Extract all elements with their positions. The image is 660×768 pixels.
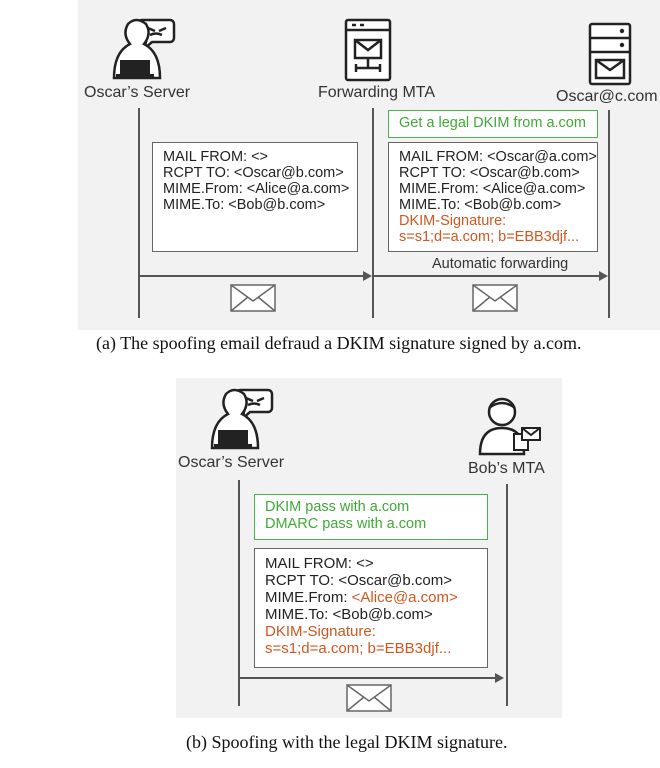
dmarc-pass-text: DMARC pass with a.com xyxy=(265,516,427,532)
actor-oscar-server-label: Oscar’s Server xyxy=(84,84,191,101)
arrow-mta-to-oscar-c xyxy=(373,271,608,281)
mime-from-line: MIME.From: <Alice@a.com> xyxy=(163,181,350,197)
rcpt-to-line: RCPT TO: <Oscar@b.com> xyxy=(265,572,452,589)
envelope-icon xyxy=(230,284,276,312)
actor-bob-mta-label: Bob’s MTA xyxy=(468,460,545,477)
mime-from-line: MIME.From: <Alice@a.com> xyxy=(399,181,586,197)
arrow-oscar-to-bob xyxy=(239,673,504,683)
envelope-icon xyxy=(346,684,392,712)
caption-b: (b) Spoofing with the legal DKIM signatu… xyxy=(186,732,508,752)
actor-oscar-c-label: Oscar@c.com xyxy=(556,88,658,105)
mime-from-value: <Alice@a.com> xyxy=(351,589,458,606)
dkim-pass-text: DKIM pass with a.com xyxy=(265,499,410,515)
dkim-signature-value: s=s1;d=a.com; b=EBB3djf... xyxy=(265,640,452,657)
dkim-signature-value: s=s1;d=a.com; b=EBB3djf... xyxy=(399,229,580,245)
hacker-icon xyxy=(112,18,176,80)
mail-from-line: MAIL FROM: <> xyxy=(163,149,269,165)
user-mail-icon xyxy=(478,397,541,456)
actor-forwarding-mta-label: Forwarding MTA xyxy=(318,84,436,101)
lifeline-oscar-c xyxy=(608,110,610,318)
server-mailbox-icon xyxy=(588,22,632,86)
dkim-signature-label: DKIM-Signature: xyxy=(399,213,507,229)
mta-router-icon xyxy=(344,18,392,82)
lifeline-oscar-server xyxy=(238,480,240,706)
mail-from-line: MAIL FROM: <> xyxy=(265,555,374,572)
message-box-original: MAIL FROM: <> RCPT TO: <Oscar@b.com> MIM… xyxy=(152,142,358,252)
caption-a: (a) The spoofing email defraud a DKIM si… xyxy=(96,333,582,353)
message-box-spoofed: MAIL FROM: <> RCPT TO: <Oscar@b.com> MIM… xyxy=(254,548,488,668)
hacker-icon xyxy=(210,388,274,450)
rcpt-to-line: RCPT TO: <Oscar@b.com> xyxy=(399,165,580,181)
get-dkim-note: Get a legal DKIM from a.com xyxy=(388,110,598,138)
mime-to-line: MIME.To: <Bob@b.com> xyxy=(265,606,433,623)
arrow-oscar-to-mta xyxy=(139,271,372,281)
mime-to-line: MIME.To: <Bob@b.com> xyxy=(399,197,562,213)
mime-from-line: MIME.From: <Alice@a.com> xyxy=(265,589,477,606)
lifeline-bob-mta xyxy=(506,484,508,706)
mail-from-line: MAIL FROM: <Oscar@a.com> xyxy=(399,149,597,165)
lifeline-forwarding-mta xyxy=(372,108,374,318)
automatic-forwarding-label: Automatic forwarding xyxy=(432,256,569,272)
panel-a: Oscar’s Server Forwarding MTA Oscar@c.co… xyxy=(0,0,660,372)
mime-to-line: MIME.To: <Bob@b.com> xyxy=(163,197,326,213)
mime-from-prefix: MIME.From: xyxy=(265,589,352,606)
dkim-signature-label: DKIM-Signature: xyxy=(265,623,376,640)
actor-oscar-server-label: Oscar’s Server xyxy=(178,454,285,471)
message-box-forwarded: MAIL FROM: <Oscar@a.com> RCPT TO: <Oscar… xyxy=(388,142,598,252)
lifeline-oscar-server xyxy=(138,108,140,318)
envelope-icon xyxy=(472,284,518,312)
panel-b: Oscar’s Server Bob’s MTA DKIM pass with … xyxy=(0,372,660,768)
rcpt-to-line: RCPT TO: <Oscar@b.com> xyxy=(163,165,344,181)
get-dkim-text: Get a legal DKIM from a.com xyxy=(399,115,586,131)
pass-note: DKIM pass with a.com DMARC pass with a.c… xyxy=(254,494,488,540)
